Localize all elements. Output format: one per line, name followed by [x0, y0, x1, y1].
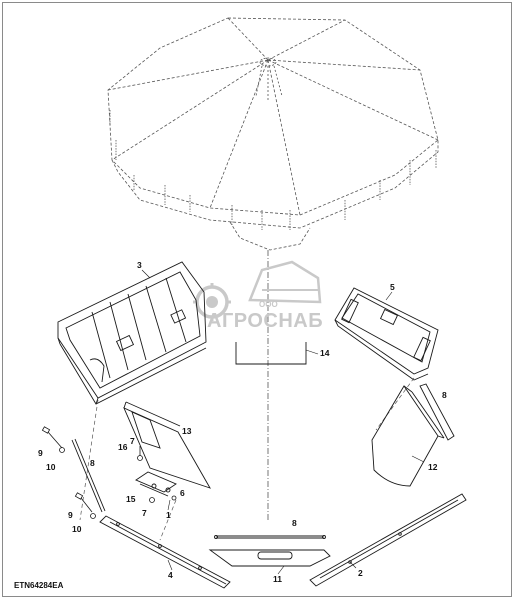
part-11-floor-panel	[208, 549, 331, 567]
callout-10-lower: 10	[72, 524, 82, 534]
callout-8-right: 8	[442, 390, 447, 400]
canopy-roof-outline	[107, 17, 439, 251]
part-8-right-strip	[419, 383, 455, 441]
canopy-fastener-studs	[109, 110, 437, 230]
callout-15: 15	[126, 494, 136, 504]
callout-1: 1	[166, 510, 171, 520]
callout-8-bottom: 8	[292, 518, 297, 528]
callout-13: 13	[182, 426, 192, 436]
bolt-9-upper	[41, 426, 65, 453]
part-2-bottom-strip	[309, 493, 467, 587]
canopy-hub	[255, 57, 283, 100]
callout-9-upper: 9	[38, 448, 43, 458]
callout-7-upper: 7	[130, 436, 135, 446]
watermark-prefix: ООО	[259, 300, 278, 309]
figure-id-label: ETN64284EA	[14, 581, 64, 590]
callout-3: 3	[137, 260, 142, 270]
watermark-company-name: АГРОСНАБ	[207, 310, 323, 332]
guide-line-6	[159, 499, 177, 541]
part-8-bottom-rod	[214, 535, 326, 539]
callout-12: 12	[428, 462, 438, 472]
callout-8-left: 8	[90, 458, 95, 468]
part-6-hinge	[135, 471, 177, 497]
part-5-side-panel	[334, 287, 439, 381]
bolt-9-lower	[74, 492, 96, 519]
callout-9-lower: 9	[68, 510, 73, 520]
part-3-side-panel	[57, 261, 207, 405]
callout-10-upper: 10	[46, 462, 56, 472]
part-4-bottom-strip	[99, 515, 231, 589]
callout-14: 14	[320, 348, 330, 358]
part-8-rod	[71, 438, 106, 513]
guide-line-3	[79, 399, 99, 521]
callout-6: 6	[180, 488, 185, 498]
callout-4: 4	[168, 570, 173, 580]
hardware-7-16	[137, 446, 177, 503]
callout-16: 16	[118, 442, 128, 452]
callout-5: 5	[390, 282, 395, 292]
callout-11: 11	[273, 574, 282, 584]
watermark-logo	[193, 260, 322, 321]
guide-line-5	[375, 377, 415, 431]
part-12-door-panel	[371, 385, 445, 487]
callout-7-lower: 7	[142, 508, 147, 518]
callout-2: 2	[358, 568, 363, 578]
part-13-door-panel	[123, 401, 211, 489]
border	[2, 2, 512, 597]
part-14-bracket	[235, 342, 307, 365]
